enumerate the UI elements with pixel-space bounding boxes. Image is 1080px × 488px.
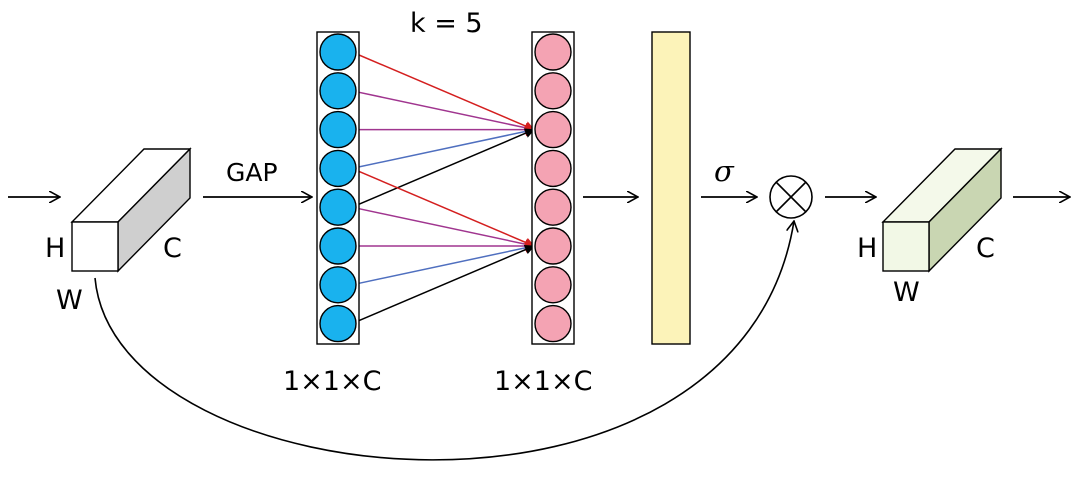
connection-line — [351, 51, 535, 131]
multiply-icon — [769, 175, 813, 219]
vector2-dim-label: 1×1×C — [494, 366, 592, 397]
vector1-dim-label: 1×1×C — [283, 366, 381, 397]
vector1-node-2 — [319, 72, 357, 110]
gap-label: GAP — [226, 158, 278, 187]
vector2-node-6 — [534, 227, 572, 265]
connection-line — [351, 128, 535, 208]
output-cube-front — [882, 221, 930, 272]
input-c-label: C — [163, 233, 182, 264]
input-feature-cube — [70, 147, 192, 273]
input-h-label: H — [45, 233, 65, 264]
output-feature-cube — [881, 147, 1003, 273]
vector2-node-1 — [534, 33, 572, 71]
vector1-node-1 — [319, 33, 357, 71]
connection-line — [351, 206, 535, 250]
vector1-nodes — [319, 33, 357, 343]
vector2-node-5 — [534, 188, 572, 226]
vector1-node-4 — [319, 149, 357, 188]
vector2-node-4 — [534, 149, 572, 188]
vector2-node-8 — [534, 304, 572, 343]
sigmoid-weight-bar — [651, 31, 691, 345]
vector1-node-7 — [319, 266, 357, 304]
input-w-label: W — [56, 285, 83, 316]
vector2-node-3 — [534, 110, 572, 149]
skip-connection-curve — [94, 221, 794, 461]
conv1d-connections — [351, 51, 535, 325]
output-w-label: W — [893, 277, 920, 308]
connection-line — [351, 167, 535, 248]
connection-line — [351, 126, 535, 170]
vector1-node-5 — [319, 188, 357, 226]
vector1-node-8 — [319, 304, 357, 343]
vector2-nodes — [534, 33, 572, 343]
vector2-node-7 — [534, 266, 572, 304]
output-c-label: C — [976, 233, 995, 264]
vector1-node-6 — [319, 227, 357, 265]
output-h-label: H — [857, 233, 877, 264]
kernel-size-label: k = 5 — [410, 8, 483, 39]
vector1-node-3 — [319, 110, 357, 149]
input-cube-front — [71, 221, 119, 272]
connection-line — [351, 242, 535, 286]
sigma-label: σ — [714, 154, 735, 188]
connection-line — [351, 90, 535, 133]
vector2-node-2 — [534, 72, 572, 110]
connection-line — [351, 244, 535, 325]
